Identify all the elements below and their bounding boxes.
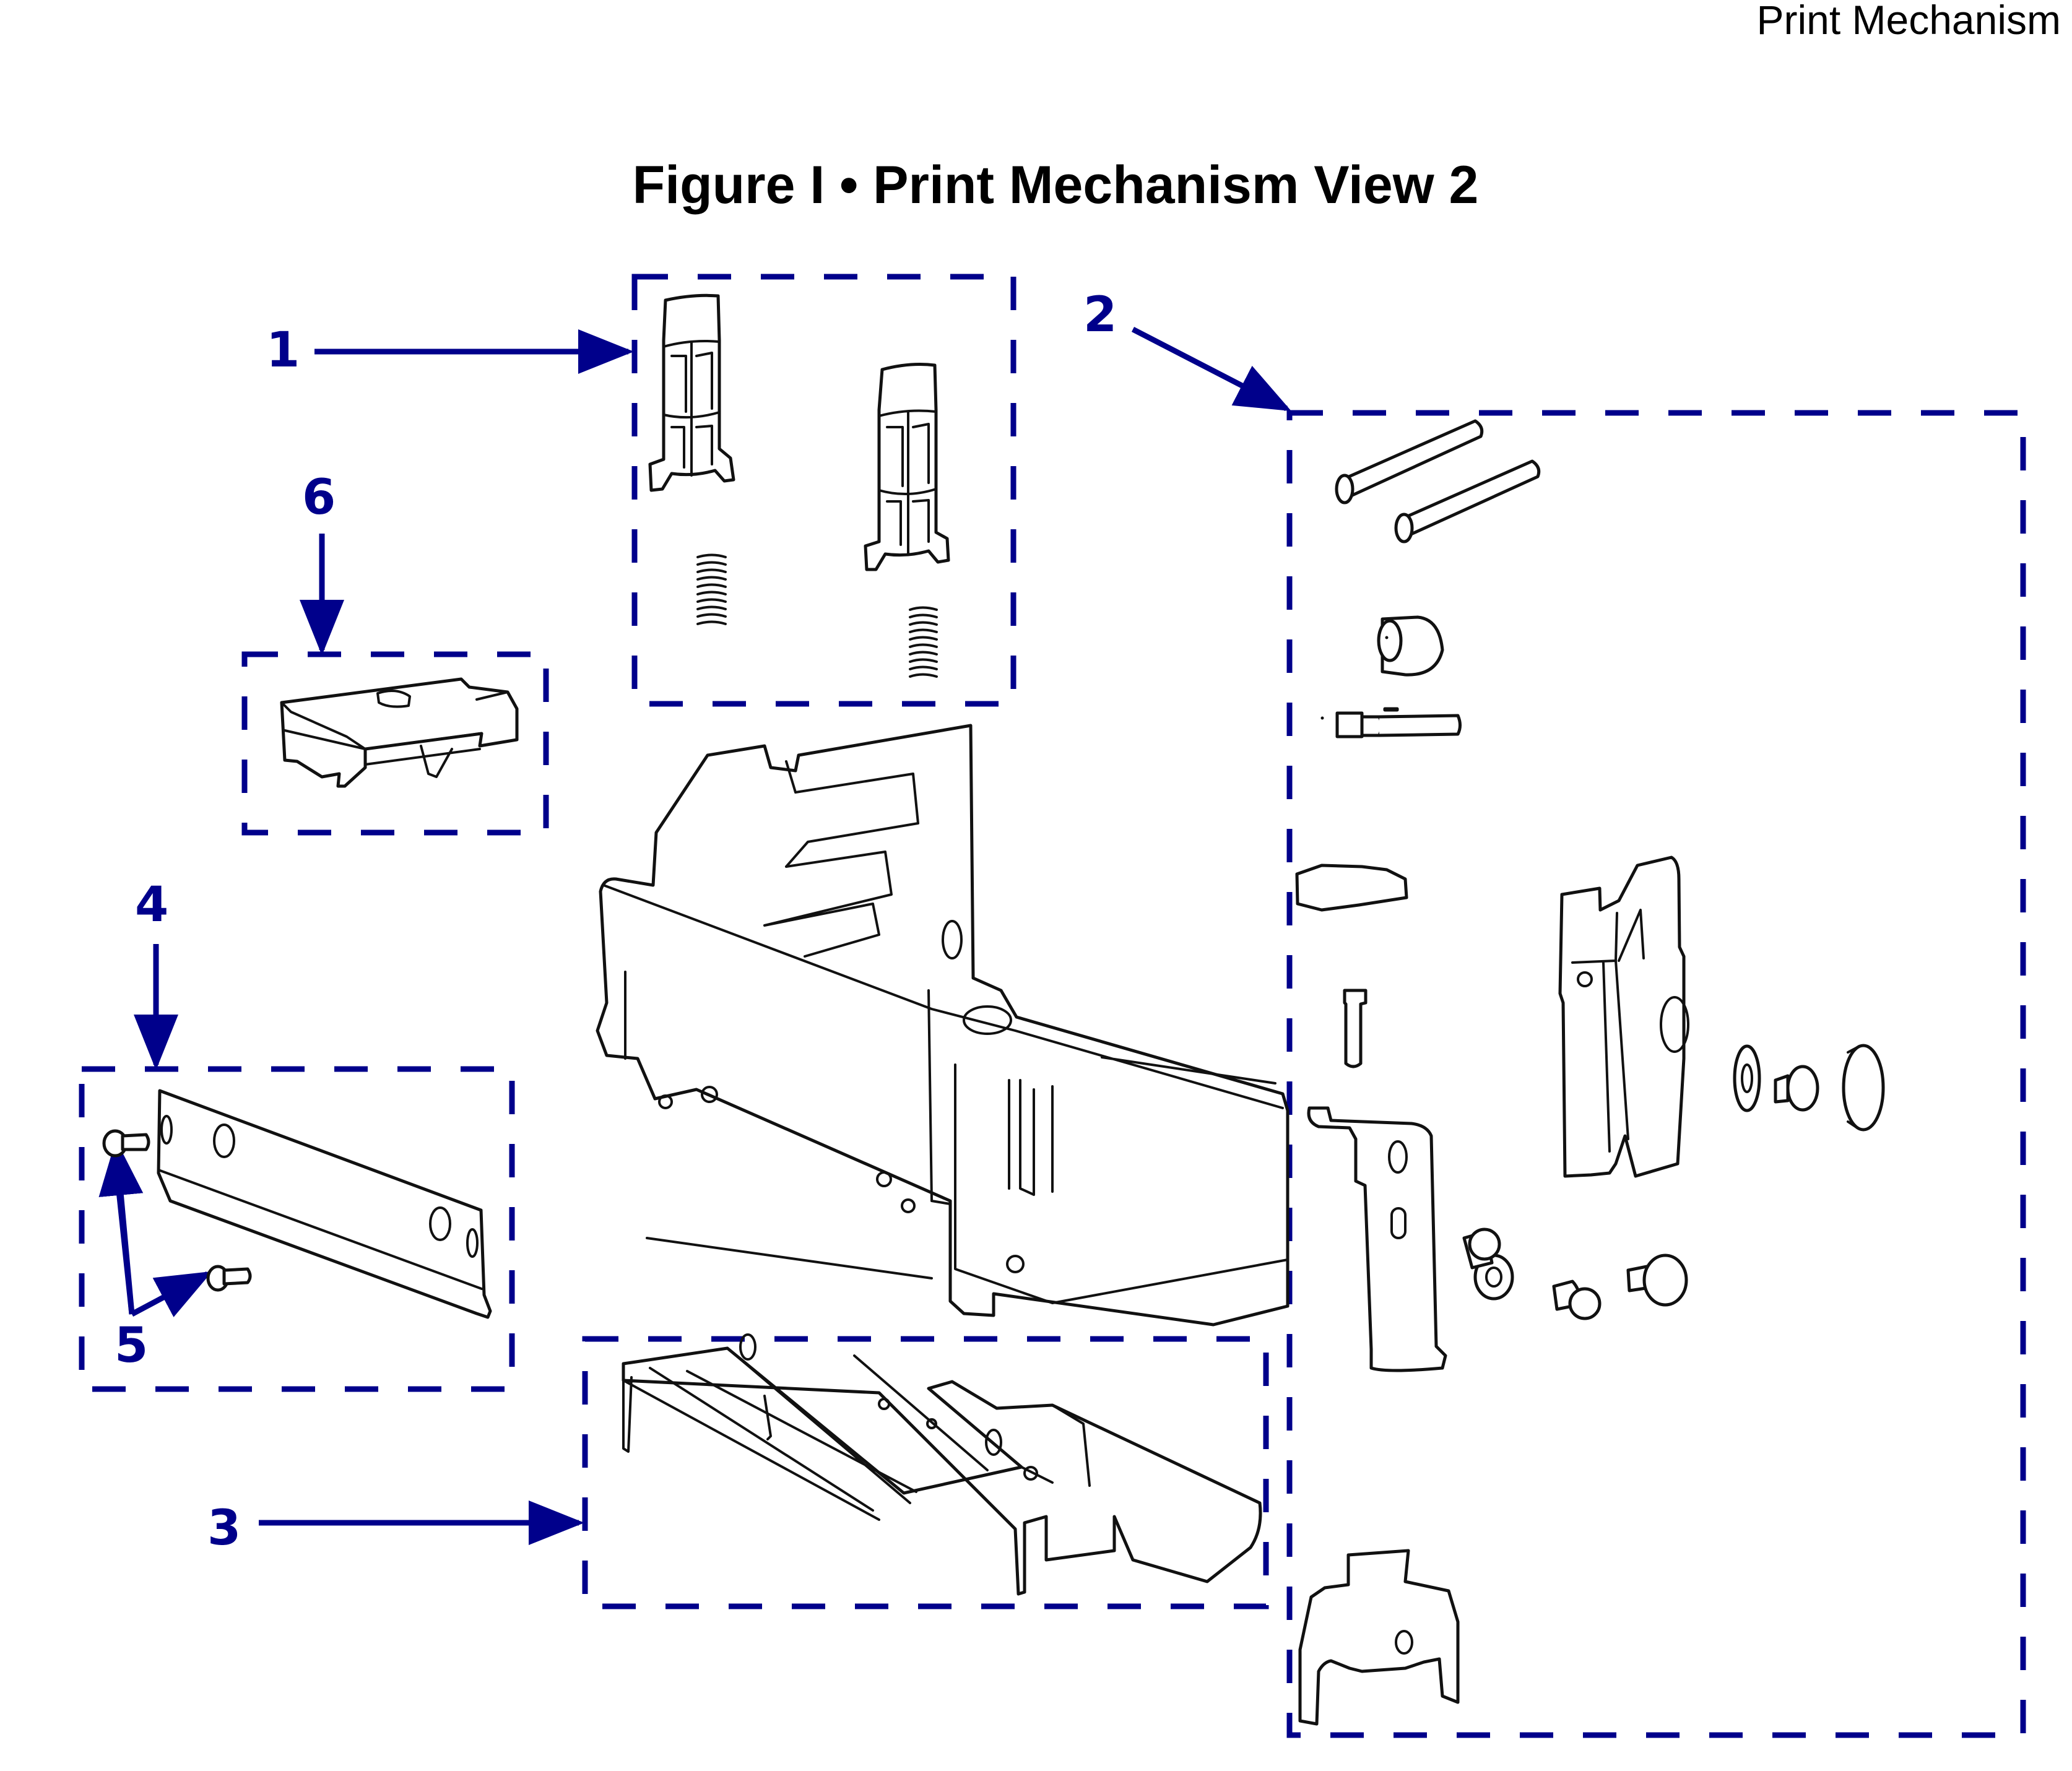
group-box-4 bbox=[79, 1066, 515, 1392]
screw-icon bbox=[102, 1129, 252, 1292]
callout-5-label: 5 bbox=[115, 1318, 148, 1374]
latch-part bbox=[280, 677, 519, 788]
callout-4-label: 4 bbox=[135, 877, 168, 933]
callout-1-label: 1 bbox=[266, 323, 300, 378]
callout-3-label: 3 bbox=[207, 1500, 241, 1556]
spring-icon bbox=[696, 553, 938, 678]
group-box-3 bbox=[582, 1336, 1269, 1609]
callout-6-label: 6 bbox=[302, 470, 336, 526]
printhead-assembly-part bbox=[622, 1333, 1262, 1596]
callout-2-arrow bbox=[1131, 327, 1291, 412]
toggle-assembly-part bbox=[648, 293, 950, 678]
callout-5-arrow-a-head bbox=[98, 1140, 144, 1315]
bracket-part bbox=[157, 1089, 492, 1319]
group-box-2 bbox=[1286, 410, 2026, 1738]
group-box-6 bbox=[241, 651, 549, 836]
callout-2-label: 2 bbox=[1083, 287, 1117, 343]
figure-title: Figure I • Print Mechanism View 2 bbox=[632, 155, 1479, 215]
section-header: Print Mechanism bbox=[1756, 0, 2061, 43]
callout-5-arrow-b bbox=[130, 1271, 212, 1317]
group-box-1 bbox=[631, 274, 1016, 707]
print-mechanism-frame bbox=[596, 724, 1290, 1327]
hardware-kit-part bbox=[1295, 419, 1885, 1726]
